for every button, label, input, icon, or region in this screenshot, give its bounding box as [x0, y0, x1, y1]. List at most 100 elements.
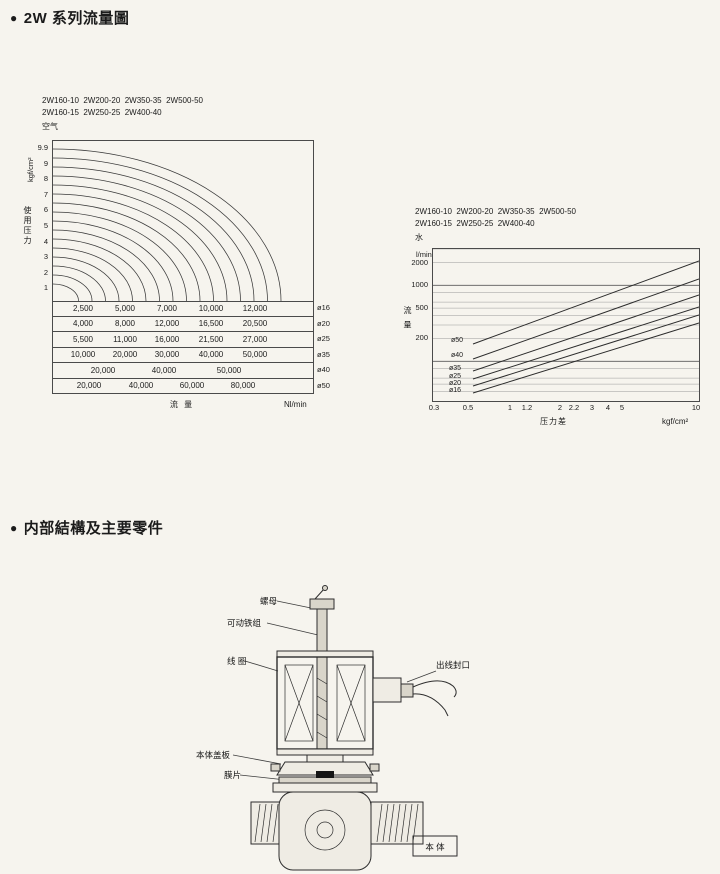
air-x-axis-unit: Nl/min — [284, 400, 307, 409]
air-x-axis-label: 流 量 — [169, 400, 195, 409]
size-label: ø25 — [317, 334, 330, 343]
structure-section-title: 内部結構及主要零件 — [23, 520, 164, 537]
flow-value: 50,000 — [242, 350, 268, 359]
water-x-axis-label: 压力差 — [540, 417, 567, 426]
coil-winding-right — [336, 664, 366, 742]
water-x-axis-unit: kgf/cm² — [662, 417, 689, 426]
label-diaphragm: 膜片 — [224, 770, 241, 780]
water-y-axis-label: 流 量 — [403, 306, 412, 331]
water-models-line2: 2W160-15 2W250-25 2W400-40 — [415, 219, 535, 228]
water-x-tick: 1 — [507, 403, 513, 412]
solenoid-coil-group — [276, 585, 374, 756]
flow-value: 20,000 — [76, 381, 102, 390]
air-medium-label: 空气 — [42, 122, 58, 131]
water-x-tick: 5 — [619, 403, 625, 412]
water-x-tick: 2.2 — [568, 403, 580, 412]
air-y-axis-label: 使用压力 — [23, 206, 32, 246]
water-y-tick: 500 — [415, 303, 428, 312]
wire-icon — [412, 693, 449, 717]
air-y-tick: 1 — [43, 283, 48, 293]
water-line-label: ø25 — [449, 373, 462, 380]
water-y-tick: 1000 — [411, 280, 428, 289]
air-y-tick: 8 — [43, 174, 48, 184]
flow-value: 60,000 — [179, 381, 205, 390]
air-y-ticks: 9.9 9 8 7 6 5 4 3 2 1 — [26, 144, 48, 292]
water-line-label: ø16 — [449, 387, 462, 394]
air-flow-curves — [52, 148, 282, 302]
flow-table-row-20: 4,000 8,000 12,000 16,500 20,500 — [52, 315, 314, 332]
valve-cross-section-diagram: 螺母 可动铁组 线 圈 出线封口 本体盖板 膜片 本 体 — [196, 585, 470, 871]
air-y-tick: 4 — [43, 236, 48, 246]
flow-section-title: 2W 系列流量圖 — [23, 10, 130, 27]
thread-hatch-right — [376, 803, 419, 843]
seal-disc-shape — [316, 771, 334, 778]
body-cavity-inner — [316, 821, 334, 839]
water-x-tick: 1.2 — [521, 403, 533, 412]
section-bullet-icon: ● — [10, 520, 18, 535]
air-y-tick: 2 — [43, 267, 48, 277]
label-outlet: 出线封口 — [436, 660, 470, 670]
flow-value: 7,000 — [156, 303, 178, 313]
flow-table-row-35: 10,000 20,000 30,000 40,000 50,000 — [52, 346, 314, 363]
label-body: 本 体 — [425, 842, 445, 852]
flow-value: 10,000 — [70, 350, 96, 359]
section-bullet-icon: ● — [10, 10, 18, 25]
air-models-line1: 2W160-10 2W200-20 2W350-35 2W500-50 — [42, 96, 203, 105]
water-models-line1: 2W160-10 2W200-20 2W350-35 2W500-50 — [415, 207, 576, 216]
air-y-tick: 9 — [43, 158, 48, 168]
flow-value: 10,000 — [198, 303, 224, 313]
flow-section-heading: ● 2W 系列流量圖 — [10, 7, 129, 28]
water-line-label: ø35 — [449, 365, 462, 372]
plunger-hatch — [316, 677, 328, 739]
water-y-tick: 200 — [415, 333, 428, 342]
air-y-tick: 5 — [43, 221, 48, 231]
air-y-tick: 9.9 — [37, 143, 48, 152]
air-models-line2: 2W160-15 2W250-25 2W400-40 — [42, 108, 162, 117]
size-label: ø35 — [317, 349, 330, 359]
water-x-tick: 4 — [605, 403, 611, 412]
flow-value: 16,000 — [154, 334, 180, 344]
size-label: ø16 — [317, 303, 330, 312]
coil-top-plate — [276, 650, 374, 658]
water-flow-lines — [433, 248, 700, 394]
flow-value: 27,000 — [242, 334, 268, 344]
flow-table-row-16: 2,500 5,000 7,000 10,000 12,000 — [52, 300, 314, 317]
pin-head-icon — [322, 585, 328, 591]
air-y-tick: 7 — [43, 189, 48, 199]
water-x-tick: 0.5 — [462, 403, 474, 412]
neck-shape — [306, 754, 344, 763]
flow-value: 40,000 — [128, 381, 154, 390]
size-label: ø40 — [317, 365, 330, 374]
coil-winding-left — [284, 664, 314, 742]
flow-value: 4,000 — [72, 319, 94, 328]
flow-value: 5,500 — [72, 334, 94, 344]
structure-section-heading: ● 内部結構及主要零件 — [10, 517, 163, 538]
body-shell — [278, 791, 372, 871]
flow-table-row-25: 5,500 11,000 16,000 21,500 27,000 — [52, 331, 314, 348]
flow-value: 20,000 — [112, 350, 138, 359]
bolt-icon — [369, 763, 380, 772]
flow-value: 12,000 — [242, 303, 268, 313]
water-x-tick: 10 — [691, 403, 701, 412]
water-line-label: ø40 — [451, 352, 464, 359]
water-y-tick: 2000 — [411, 258, 428, 267]
wire-icon — [412, 680, 457, 698]
flow-value: 5,000 — [114, 303, 136, 313]
flow-value: 12,000 — [154, 319, 180, 328]
coil-base-plate — [276, 748, 374, 756]
flow-value: 21,500 — [198, 334, 224, 344]
label-plunger: 可动铁组 — [227, 618, 262, 628]
label-cover: 本体盖板 — [196, 750, 231, 760]
size-label: ø20 — [317, 318, 330, 328]
flow-value: 40,000 — [198, 350, 224, 359]
water-x-tick: 3 — [589, 403, 595, 412]
flow-table-row-40: 20,000 40,000 50,000 — [52, 362, 314, 379]
water-plot-area: ø50 ø40 ø35 ø25 ø20 ø16 — [432, 248, 700, 402]
water-line-label: ø20 — [449, 380, 462, 387]
body-cavity — [304, 809, 346, 851]
flow-value: 80,000 — [230, 381, 256, 390]
outlet-gland — [400, 683, 414, 698]
pin-icon — [314, 588, 325, 600]
air-y-tick: 3 — [43, 252, 48, 262]
